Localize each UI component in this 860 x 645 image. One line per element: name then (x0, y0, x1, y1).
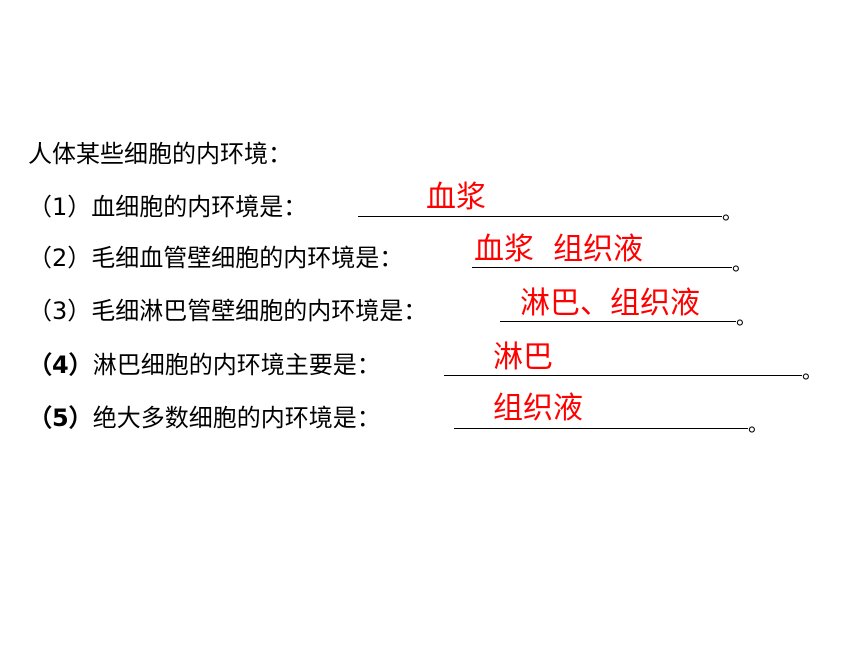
question-1-number: （1） (28, 193, 92, 221)
question-4-answer: 淋巴 (493, 340, 553, 375)
question-3: （3）毛细淋巴管壁细胞的内环境是： (28, 294, 427, 328)
question-4-period: 。 (802, 359, 822, 383)
question-5-blank (454, 428, 748, 429)
question-3-number: （3） (28, 297, 92, 325)
question-2-blank (472, 267, 732, 268)
question-5-answer: 组织液 (493, 391, 583, 426)
question-2-period: 。 (732, 251, 752, 275)
question-5-period: 。 (748, 412, 768, 436)
heading: 人体某些细胞的内环境： (28, 140, 292, 168)
question-1-blank (358, 216, 722, 217)
question-4: （4）淋巴细胞的内环境主要是： (28, 348, 381, 382)
question-1-answer: 血浆 (426, 180, 486, 215)
question-1-period: 。 (722, 200, 742, 224)
question-2-text: 毛细血管壁细胞的内环境是： (91, 244, 404, 272)
question-1-text: 血细胞的内环境是： (91, 193, 308, 221)
question-4-number: （4） (28, 351, 93, 379)
question-3-answer: 淋巴、组织液 (520, 286, 700, 321)
question-4-blank (444, 375, 802, 376)
question-2-answer: 血浆 组织液 (474, 232, 644, 267)
question-4-text: 淋巴细胞的内环境主要是： (92, 351, 381, 379)
question-3-period: 。 (736, 305, 756, 329)
question-3-text: 毛细淋巴管壁细胞的内环境是： (91, 297, 428, 325)
question-1: （1）血细胞的内环境是： (28, 190, 307, 224)
question-2: （2）毛细血管壁细胞的内环境是： (28, 241, 403, 275)
question-5-number: （5） (28, 404, 93, 432)
question-3-blank (500, 321, 736, 322)
question-5: （5）绝大多数细胞的内环境是： (28, 401, 381, 435)
question-2-number: （2） (28, 244, 92, 272)
question-5-text: 绝大多数细胞的内环境是： (92, 404, 381, 432)
